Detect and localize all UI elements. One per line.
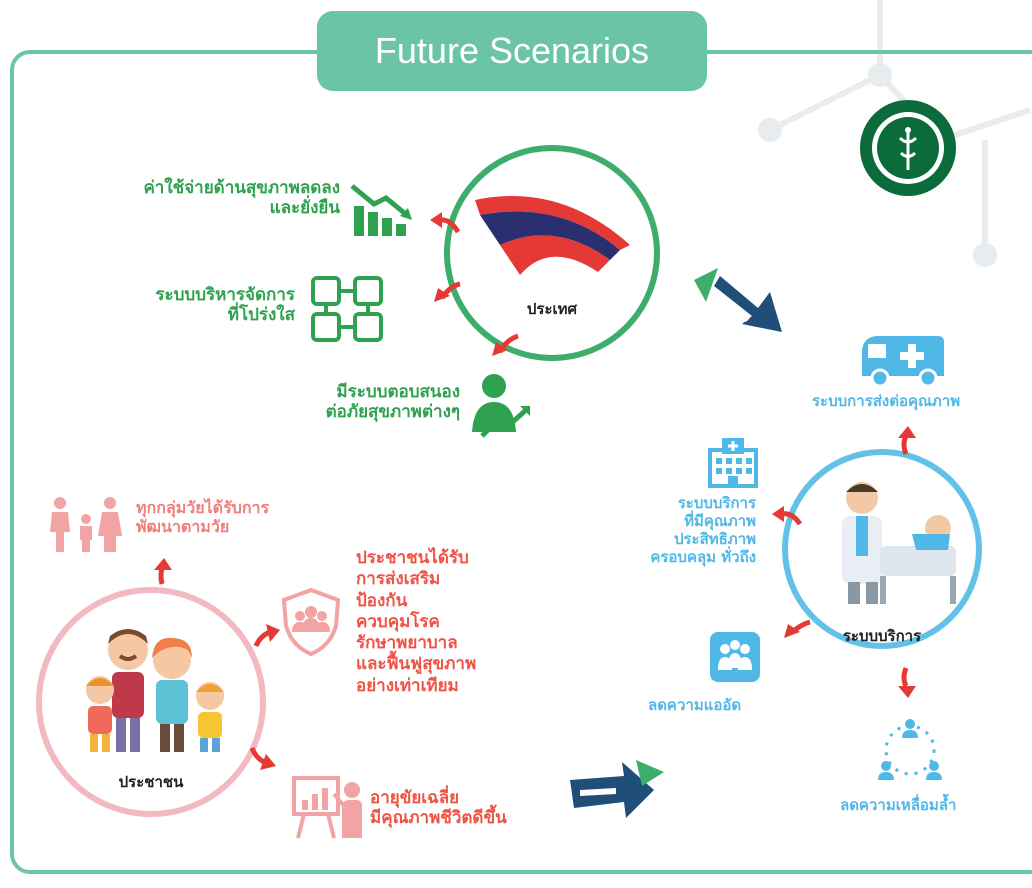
declining-chart-icon <box>350 184 412 236</box>
family-icon <box>86 629 224 752</box>
presentation-growth-icon <box>292 776 362 839</box>
arrow-to-promotion <box>253 624 280 648</box>
promotion-text: ประชาชนได้รับ การส่งเสริม ป้องกัน ควบคุม… <box>356 548 477 696</box>
arrow-to-life-expectancy <box>249 747 276 770</box>
people-label: ประชาชน <box>118 773 184 791</box>
arrow-to-response <box>492 333 519 356</box>
arrow-to-management <box>434 281 461 302</box>
ministry-logo <box>860 100 956 196</box>
crowd-icon <box>710 632 760 682</box>
referral-system-text: ระบบการส่งต่อคุณภาพ <box>812 392 961 410</box>
people-circle <box>36 587 266 817</box>
age-groups-text: ทุกกลุ่มวัยได้รับการ พัฒนาตามวัย <box>136 498 270 537</box>
teamwork-hands-icon <box>311 276 383 342</box>
family-walking-icon <box>50 497 122 552</box>
quality-service-text: ระบบบริการ ที่มีคุณภาพ ประสิทธิภาพ ครอบค… <box>650 494 756 566</box>
network-people-icon <box>878 719 942 780</box>
ambulance-icon <box>862 336 944 388</box>
thai-flag-icon <box>475 196 630 275</box>
service-label: ระบบบริการ <box>842 627 922 645</box>
chevron-arrow-upper <box>694 268 782 332</box>
health-cost-text: ค่าใช้จ่ายด้านสุขภาพลดลง และยั่งยืน <box>143 178 340 219</box>
protection-shield-icon <box>281 587 341 656</box>
life-expectancy-text: อายุขัยเฉลี่ย มีคุณภาพชีวิตดีขึ้น <box>370 788 507 829</box>
arrow-to-inequality <box>898 667 916 698</box>
arrow-to-age-groups <box>154 558 172 585</box>
reduce-inequality-text: ลดความเหลื่อมล้ำ <box>840 796 957 814</box>
arrow-to-quality <box>772 506 803 526</box>
health-threat-response-text: มีระบบตอบสนอง ต่อภัยสุขภาพต่างๆ <box>325 382 460 423</box>
businessman-growth-icon <box>472 374 530 438</box>
arrow-to-cost <box>430 212 461 234</box>
reduce-crowding-text: ลดความแออัด <box>648 696 742 714</box>
page-title: Future Scenarios <box>317 11 707 91</box>
arrow-to-crowding <box>784 619 811 638</box>
hospital-icon <box>708 438 758 488</box>
arrow-to-referral <box>898 426 916 455</box>
country-label: ประเทศ <box>526 300 578 318</box>
transparent-management-text: ระบบบริหารจัดการ ที่โปร่งใส <box>155 285 295 326</box>
doctor-patient-icon <box>842 482 956 604</box>
chevron-arrow-lower <box>570 760 664 818</box>
